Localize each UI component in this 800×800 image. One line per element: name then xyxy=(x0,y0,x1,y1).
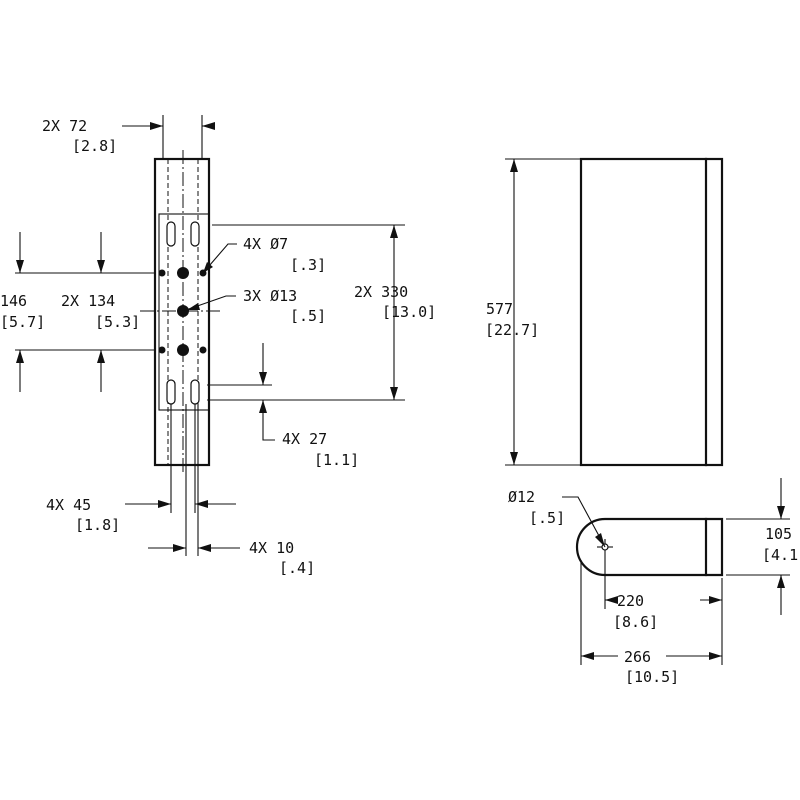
front-view xyxy=(140,150,222,475)
dimension-overall-length: 266 [10.5] xyxy=(580,560,722,686)
dimension-slot-width: 4X 10 [.4] xyxy=(148,404,315,577)
width-label: 2X 72 xyxy=(42,117,87,135)
dimension-pivot-hole: Ø12 [.5] xyxy=(508,488,606,548)
slot-lower-left xyxy=(166,379,176,405)
dimension-hole-spacing: 146 [5.7] 2X 134 [5.3] xyxy=(0,232,155,392)
spacing-inner-label: 2X 134 xyxy=(61,292,115,310)
dimension-hole-large: 3X Ø13 [.5] xyxy=(182,287,326,325)
pivot-hole-label-alt: [.5] xyxy=(529,509,565,527)
slot-lower-right xyxy=(190,379,200,405)
dimension-slot-offset: 4X 45 [1.8] xyxy=(46,404,236,534)
hole-small-label-alt: [.3] xyxy=(290,256,326,274)
slot-upper-left xyxy=(166,221,176,247)
side-height-label-alt: [22.7] xyxy=(485,321,539,339)
slot-offset-label-alt: [1.8] xyxy=(75,516,120,534)
spacing-outer-label: 146 xyxy=(0,292,27,310)
top-view xyxy=(575,517,724,577)
plate-height-label-alt: [13.0] xyxy=(382,303,436,321)
overall-length-label: 266 xyxy=(624,648,651,666)
hole-small xyxy=(158,346,166,354)
depth-label: 105 xyxy=(765,525,792,543)
hole-small xyxy=(158,269,166,277)
width-label-alt: [2.8] xyxy=(72,137,117,155)
slot-height-label: 4X 27 xyxy=(282,430,327,448)
hole-large-label-alt: [.5] xyxy=(290,307,326,325)
dimension-hole-to-end: 220 [8.6] xyxy=(604,555,723,665)
dimension-side-height: 577 [22.7] xyxy=(485,158,581,466)
mounting-plate-outline xyxy=(158,213,210,411)
dimension-depth: 105 [4.1] xyxy=(726,478,800,615)
side-view xyxy=(579,157,724,467)
dimension-plate-height: 2X 330 [13.0] xyxy=(212,224,436,401)
hole-small-label: 4X Ø7 xyxy=(243,235,288,253)
dimension-slot-height: 4X 27 [1.1] xyxy=(207,343,359,469)
hole-to-end-label: 220 xyxy=(617,592,644,610)
hole-to-end-label-alt: [8.6] xyxy=(613,613,658,631)
spacing-inner-label-alt: [5.3] xyxy=(95,313,140,331)
dimension-hole-small: 4X Ø7 [.3] xyxy=(202,235,326,274)
slot-height-label-alt: [1.1] xyxy=(314,451,359,469)
hole-small xyxy=(199,346,207,354)
depth-label-alt: [4.1] xyxy=(762,546,800,564)
slot-upper-right xyxy=(190,221,200,247)
slot-width-label-alt: [.4] xyxy=(279,559,315,577)
spacing-outer-label-alt: [5.7] xyxy=(0,313,45,331)
side-view-outline xyxy=(579,157,724,467)
slot-offset-label: 4X 45 xyxy=(46,496,91,514)
slot-width-label: 4X 10 xyxy=(249,539,294,557)
hole-large xyxy=(177,267,189,279)
hole-large-label: 3X Ø13 xyxy=(243,287,297,305)
side-height-label: 577 xyxy=(486,300,513,318)
dimension-width: 2X 72 [2.8] xyxy=(42,115,215,159)
hole-large xyxy=(177,344,189,356)
plate-height-label: 2X 330 xyxy=(354,283,408,301)
pivot-hole-label: Ø12 xyxy=(508,488,535,506)
overall-length-label-alt: [10.5] xyxy=(625,668,679,686)
